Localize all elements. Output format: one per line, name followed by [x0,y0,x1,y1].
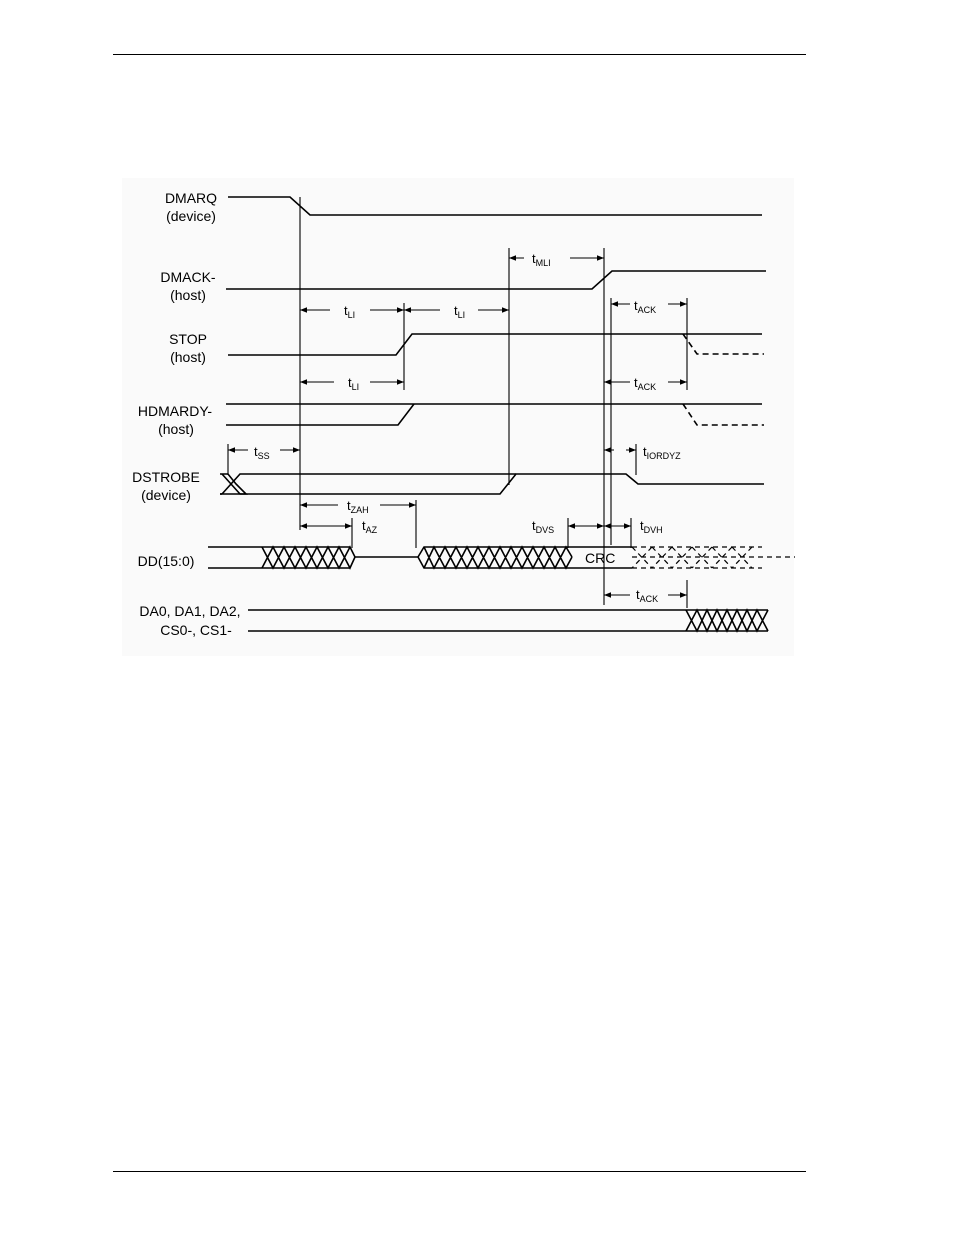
t-ss-label: tSS [254,444,270,461]
address-transition-block [685,608,769,633]
timing-arrows [228,255,687,598]
dmarq-label: DMARQ [165,190,217,206]
t-az-label: tAZ [362,518,378,535]
address-sublabel: CS0-, CS1- [160,622,232,638]
dmack-waveform [226,270,766,290]
dstrobe-sublabel: (device) [141,487,191,503]
footer-rule [113,1171,806,1172]
t-ack-hdmardy-label: tACK [634,375,656,392]
hdmardy-label: HDMARDY- [138,403,212,419]
address-label: DA0, DA1, DA2, [139,603,240,619]
dstrobe-start-waveform [220,473,248,495]
dmarq-sublabel: (device) [166,208,216,224]
t-mli-label: tMLI [532,251,551,268]
timing-labels: tMLI tLI tLI tACK tLI tACK tSS tIORDYZ t… [254,251,681,604]
dd-lead-waveform [208,546,262,569]
header-rule [113,54,806,55]
t-zah-label: tZAH [347,498,369,515]
hdmardy-dashed-waveform [682,403,764,426]
t-dvh-label: tDVH [640,518,663,535]
reference-lines [227,197,688,608]
dstrobe-label: DSTROBE [132,469,200,485]
address-waveform [248,609,686,632]
dd-dashed-tail [631,546,795,569]
t-li-hdmardy-label: tLI [348,375,359,392]
t-iordyz-label: tIORDYZ [643,444,681,461]
stop-dashed-waveform [682,333,764,355]
stop-sublabel: (host) [170,349,206,365]
hdmardy-sublabel: (host) [158,421,194,437]
signal-labels: DMARQ (device) DMACK- (host) STOP (host)… [132,190,240,638]
dmack-sublabel: (host) [170,287,206,303]
stop-label: STOP [169,331,207,347]
dstrobe-high-waveform [221,473,516,495]
figure-background [122,178,794,656]
dd-transition-block-2 [423,545,573,570]
t-ack-stop-label: tACK [634,298,656,315]
hdmardy-low-waveform [226,403,415,426]
dd-crc-waveform [572,546,632,569]
t-li-stop-2-label: tLI [454,303,465,320]
t-dvs-label: tDVS [532,518,554,535]
t-ack-address-label: tACK [636,587,658,604]
crc-label: CRC [585,550,615,566]
dmack-label: DMACK- [160,269,216,285]
dd-label: DD(15:0) [138,553,195,569]
t-li-stop-1-label: tLI [344,303,355,320]
